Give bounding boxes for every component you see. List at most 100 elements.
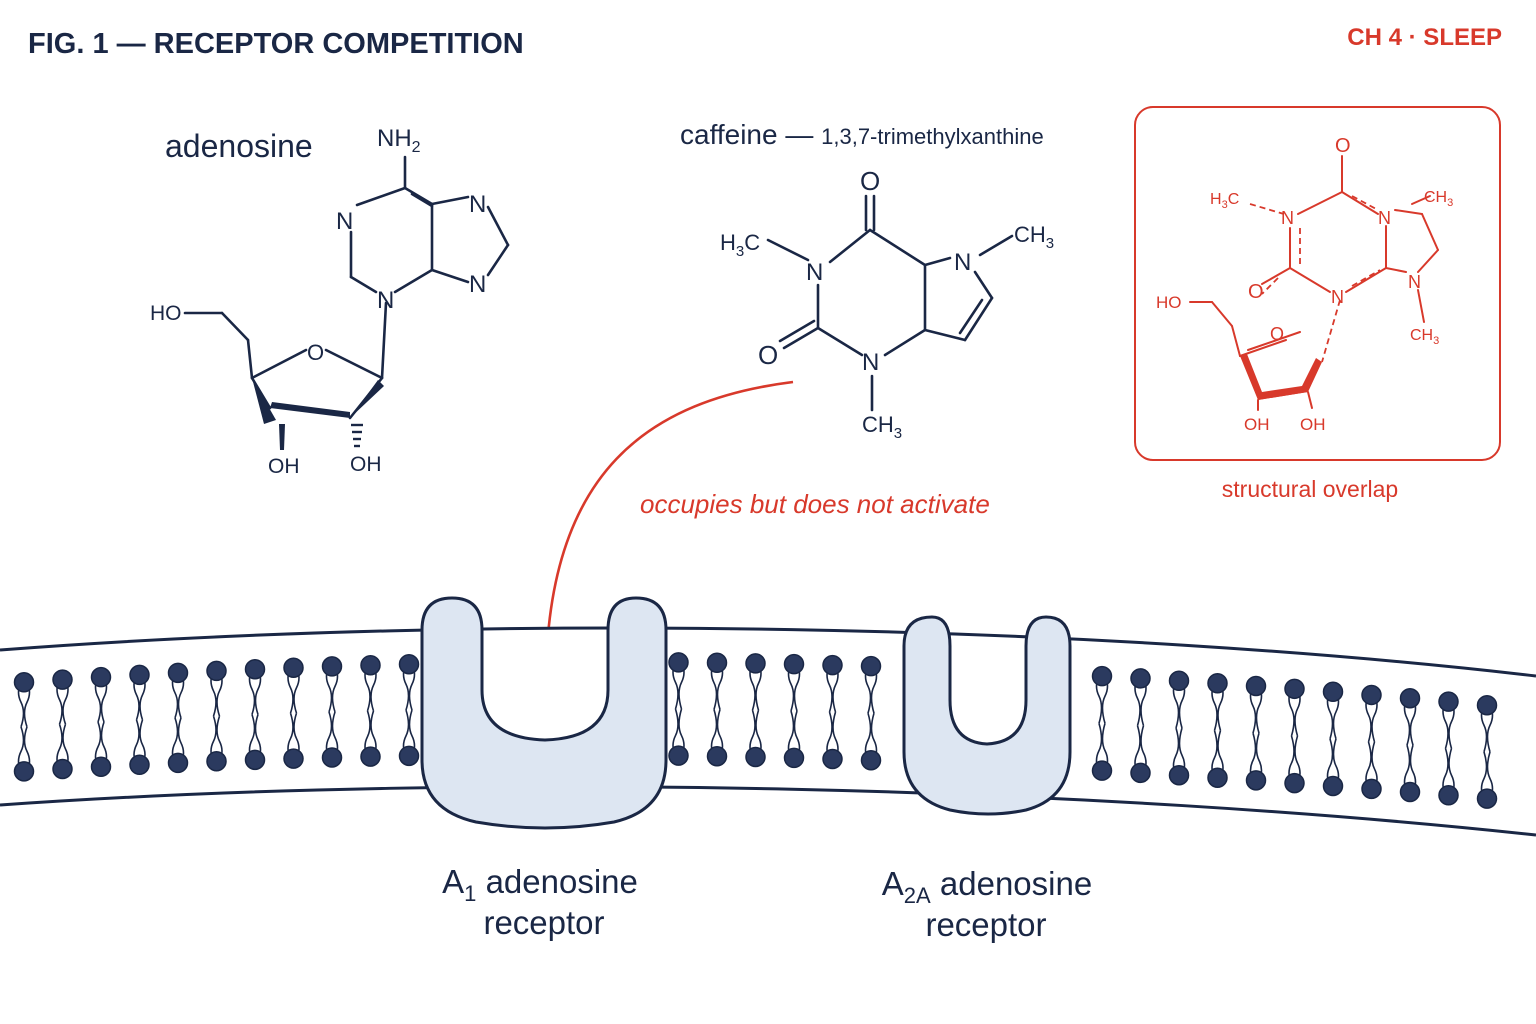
lipid-head <box>1284 772 1305 794</box>
lipid-head <box>668 652 689 673</box>
adenosine-n9-label: N <box>469 271 486 298</box>
lipid-head <box>90 666 112 688</box>
overlap-h3c-label: H3C <box>1210 191 1239 211</box>
ribose-o-label: O <box>307 340 324 365</box>
membrane-fill <box>0 628 1536 835</box>
lipid-head <box>321 656 343 677</box>
a2a-receptor-label-line2: receptor <box>925 906 1046 943</box>
caffeine-ch3-right-label: CH3 <box>1014 222 1054 252</box>
overlap-o-top-label: O <box>1335 135 1351 157</box>
lipid-head <box>1245 675 1267 697</box>
overlap-ho-label: HO <box>1156 293 1182 312</box>
lipid-tail <box>710 662 724 757</box>
lipid-head <box>706 745 728 767</box>
a2a-adenosine-receptor <box>902 615 1072 816</box>
lipid-tail <box>364 664 377 757</box>
caffeine-n1-label: N <box>806 259 823 286</box>
lipid-head <box>783 747 805 769</box>
lipid-tail <box>1211 682 1224 779</box>
lipid-head <box>167 662 189 684</box>
arrow-annotation: occupies but does not activate <box>640 489 990 519</box>
lipid-head <box>283 657 304 678</box>
adenosine-n1-label: N <box>336 208 353 235</box>
adenosine-structure: adenosine <box>150 125 510 478</box>
lipid-head <box>745 746 766 768</box>
lipid-head <box>1091 760 1113 781</box>
lipid-head <box>668 745 689 766</box>
a2a-receptor-label-line1: A2A adenosine <box>882 865 1092 908</box>
lipid-tail <box>210 670 223 762</box>
lipid-bilayer <box>13 652 1498 809</box>
lipid-head <box>398 745 420 767</box>
lipid-tail <box>56 679 69 770</box>
lipid-head <box>1361 778 1382 800</box>
lipid-head <box>745 653 766 674</box>
lipid-tail <box>325 666 339 758</box>
figure-title: FIG. 1 — RECEPTOR COMPETITION <box>28 28 524 60</box>
lipid-head <box>52 669 73 690</box>
overlap-panel-frame <box>1134 106 1501 461</box>
lipid-head <box>13 672 35 693</box>
lipid-head <box>1322 681 1344 703</box>
chapter-tag: CH 4 · SLEEP <box>1347 24 1502 51</box>
lipid-tail <box>1442 701 1455 796</box>
lipid-head <box>860 749 882 771</box>
lipid-tail <box>1365 694 1378 790</box>
overlap-n7-label: N <box>1378 208 1391 228</box>
adenosine-name-label: adenosine <box>165 128 313 164</box>
membrane-inner-edge <box>0 785 1536 837</box>
lipid-head <box>822 654 843 676</box>
lipid-head <box>822 748 843 770</box>
lipid-head <box>129 754 150 776</box>
lipid-tail <box>1134 678 1147 774</box>
lipid-tail <box>1288 688 1301 784</box>
lipid-head <box>283 748 304 769</box>
overlap-oh-left-label: OH <box>1244 415 1270 434</box>
lipid-head <box>1322 775 1344 797</box>
overlap-n9-label: N <box>1408 272 1421 292</box>
lipid-tail <box>826 664 839 760</box>
lipid-head <box>860 655 882 677</box>
lipid-head <box>360 654 381 676</box>
lipid-head <box>321 747 343 768</box>
overlap-ring-o-label: O <box>1270 324 1284 344</box>
adenosine-oh-2-label: OH <box>268 455 300 478</box>
lipid-tail <box>1326 691 1340 787</box>
lipid-head <box>1438 691 1459 712</box>
caffeine-h3c-label: H3C <box>720 230 760 260</box>
lipid-tail <box>171 672 185 764</box>
overlap-ch3-bottom-label: CH3 <box>1410 327 1439 347</box>
a1-adenosine-receptor <box>420 596 668 830</box>
overlap-n1-label: N <box>1281 208 1294 228</box>
lipid-tail <box>749 663 762 758</box>
structural-overlap-panel: O O N N N N O H3C CH3 CH3 HO OH OH struc… <box>1134 106 1501 502</box>
lipid-tail <box>94 676 108 768</box>
cell-membrane <box>0 626 1536 837</box>
lipid-head <box>706 652 728 674</box>
lipid-head <box>1168 764 1190 786</box>
adenosine-n7-label: N <box>469 191 486 218</box>
membrane-outer-edge <box>0 626 1536 678</box>
a1-receptor-label-line1: A1 adenosine <box>442 863 638 906</box>
overlap-o-left-label: O <box>1248 281 1264 303</box>
lipid-tail <box>1172 680 1186 776</box>
a1-receptor-label-line2: receptor <box>483 904 604 941</box>
lipid-head <box>1284 678 1305 700</box>
caffeine-o2-label: O <box>758 340 778 370</box>
caffeine-n7-label: N <box>954 249 971 276</box>
a2a-receptor-body <box>902 615 1072 816</box>
lipid-tail <box>402 663 416 757</box>
caffeine-n3-label: N <box>862 349 879 376</box>
lipid-head <box>398 653 420 675</box>
lipid-head <box>1168 670 1190 692</box>
lipid-head <box>244 658 266 680</box>
nh2-label: NH2 <box>377 125 421 156</box>
lipid-tail <box>248 668 262 761</box>
overlap-n3-label: N <box>1331 287 1344 307</box>
lipid-head <box>206 660 227 682</box>
caffeine-structure: caffeine — 1,3,7-trimethylxanthine <box>680 119 1054 442</box>
adenosine-n3-label: N <box>377 287 394 314</box>
lipid-head <box>129 664 150 686</box>
lipid-head <box>1399 687 1421 709</box>
